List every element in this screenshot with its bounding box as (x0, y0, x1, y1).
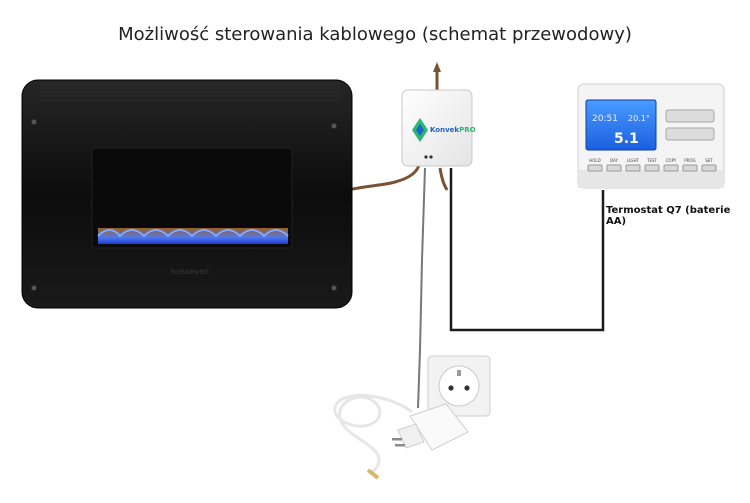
heater-grille (40, 83, 340, 101)
screw-icon (31, 285, 37, 291)
controller-brand-prefix: Konvek (430, 126, 459, 134)
thermostat-key-label: TEST (646, 158, 658, 163)
adapter-cable (333, 393, 413, 474)
konvekpro-controller: KonvekPRO (401, 89, 476, 167)
socket-hole-icon (448, 385, 454, 391)
screw-icon (31, 119, 37, 125)
heater-brand: hosseven (171, 267, 209, 276)
lcd-temp: 5.1 (614, 131, 639, 147)
thermostat-wire (449, 168, 605, 332)
socket-ground-pin-icon (457, 370, 461, 376)
thermostat-q7: 20:51 20.1° 5.1 HOLD DAY LIGHT TEST COPY… (577, 83, 725, 189)
thermostat-key[interactable] (701, 164, 717, 172)
thermostat-key-label: PROG (684, 158, 695, 163)
thermostat-up-button[interactable] (665, 109, 715, 123)
thermostat-key-label: SET (705, 158, 713, 163)
led-icon (429, 155, 433, 159)
screw-icon (331, 285, 337, 291)
lcd-sub: 20.1° (628, 114, 650, 123)
thermostat-lcd (585, 99, 657, 151)
thermostat-key[interactable] (644, 164, 660, 172)
flame-icon (97, 228, 289, 244)
wires (347, 62, 605, 409)
thermostat-key[interactable] (606, 164, 622, 172)
thermostat-key[interactable] (587, 164, 603, 172)
thermostat-down-button[interactable] (665, 127, 715, 141)
dc-plug-icon (366, 468, 380, 480)
power-wire (417, 167, 426, 409)
thermostat-key-label: COPY (666, 158, 677, 163)
screw-icon (331, 123, 337, 129)
thermostat-caption: Termostat Q7 (baterie AA) (606, 205, 731, 227)
thermostat-key-label: HOLD (589, 158, 600, 163)
lcd-time: 20:51 (592, 114, 618, 124)
thermostat-key[interactable] (682, 164, 698, 172)
socket-hole-icon (464, 385, 470, 391)
gas-heater: hosseven (21, 79, 353, 309)
controller-brand-suffix: PRO (459, 126, 476, 134)
thermostat-key-label: LIGHT (627, 158, 640, 163)
wall-socket (427, 355, 491, 417)
led-icon (424, 155, 428, 159)
thermostat-key[interactable] (663, 164, 679, 172)
power-adapter (333, 393, 469, 480)
antenna-tip-icon (433, 62, 441, 72)
plug-pin-icon (392, 438, 402, 441)
controller-lead (438, 167, 449, 191)
thermostat-key-label: DAY (610, 158, 618, 163)
thermostat-key[interactable] (625, 164, 641, 172)
thermostat-button-row (587, 164, 717, 172)
heater-cable (347, 161, 422, 192)
svg-text:KonvekPRO: KonvekPRO (430, 126, 476, 134)
diagram-title: Możliwość sterowania kablowego (schemat … (118, 24, 632, 45)
plug-pin-icon (395, 444, 405, 447)
